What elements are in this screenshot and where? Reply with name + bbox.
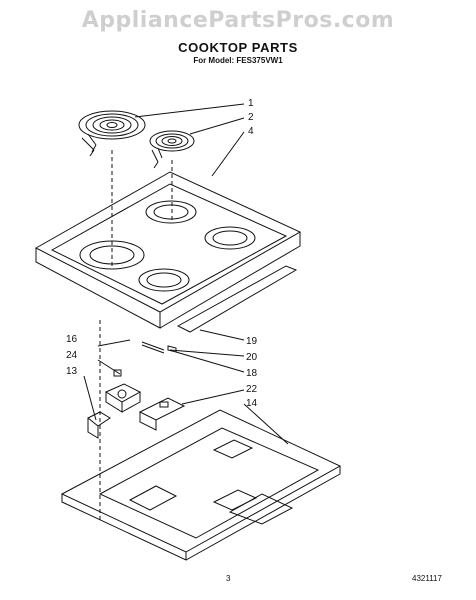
document-number: 4321117 — [412, 574, 442, 583]
page-title: COOKTOP PARTS — [178, 40, 298, 55]
burner-box — [60, 409, 342, 561]
callout-4: 4 — [248, 126, 254, 137]
infinite-switch — [104, 383, 142, 413]
callout-16: 16 — [66, 334, 78, 345]
trim-strip — [176, 265, 298, 333]
cooktop-panel — [34, 171, 302, 329]
page-number: 3 — [226, 574, 231, 583]
callout-14: 14 — [246, 398, 258, 409]
large-surface-element — [78, 110, 146, 157]
callout-22: 22 — [246, 384, 258, 395]
callout-24: 24 — [66, 350, 78, 361]
callout-2: 2 — [248, 112, 254, 123]
callout-13: 13 — [66, 366, 78, 377]
hardware-parts — [113, 341, 177, 377]
model-subtitle: For Model: FES375VW1 — [193, 56, 283, 65]
switch-bracket — [138, 397, 186, 431]
mounting-bracket — [87, 411, 111, 439]
leader-dashes — [99, 150, 173, 520]
watermark: AppliancePartsPros.com — [81, 8, 395, 33]
callout-20: 20 — [246, 352, 258, 363]
callout-19: 19 — [246, 336, 258, 347]
callout-1: 1 — [248, 98, 254, 109]
small-surface-element — [149, 130, 195, 169]
callout-18: 18 — [246, 368, 258, 379]
leader-lines — [83, 103, 289, 445]
